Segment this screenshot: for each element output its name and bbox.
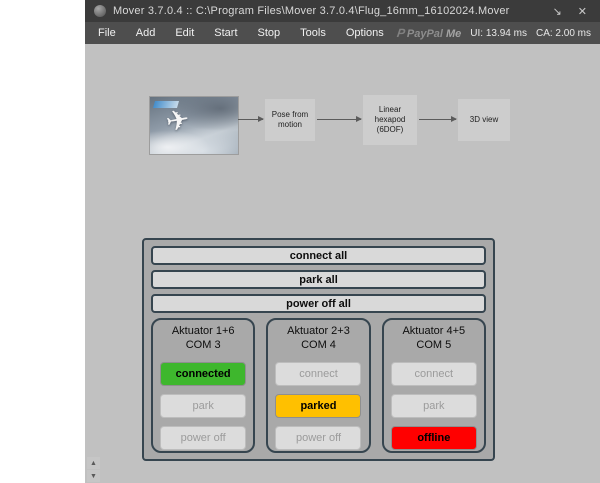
node-pose-from-motion[interactable]: Pose from motion (265, 99, 315, 141)
park-all-button[interactable]: park all (151, 270, 486, 289)
power-off-all-button[interactable]: power off all (151, 294, 486, 313)
window-controls: ↘ ✕ (553, 5, 591, 18)
offline-status-button[interactable]: offline (390, 425, 477, 450)
actuator-groups: Aktuator 1+6 COM 3 connected park power … (151, 318, 486, 453)
actuator-group-1-6: Aktuator 1+6 COM 3 connected park power … (151, 318, 256, 453)
connector-arrow (317, 116, 362, 122)
park-button[interactable]: park (390, 393, 477, 418)
scroll-down-button[interactable]: ▼ (87, 470, 100, 482)
menu-item-options[interactable]: Options (345, 27, 384, 39)
connect-button[interactable]: connect (275, 361, 362, 386)
window-title: Mover 3.7.0.4 :: C:\Program Files\Mover … (113, 5, 510, 17)
power-off-button[interactable]: power off (160, 425, 247, 450)
app-window: Mover 3.7.0.4 :: C:\Program Files\Mover … (85, 0, 600, 483)
title-bar: Mover 3.7.0.4 :: C:\Program Files\Mover … (85, 0, 600, 22)
vertical-scrollbar: ▲ ▼ (85, 44, 100, 483)
connected-status-button[interactable]: connected (160, 361, 247, 386)
menu-item-edit[interactable]: Edit (175, 27, 195, 39)
minimize-icon[interactable]: ↘ (552, 5, 562, 18)
menu-item-stop[interactable]: Stop (257, 27, 281, 39)
connector-arrow (238, 116, 264, 122)
close-icon[interactable]: ✕ (577, 5, 587, 18)
paypal-me-label: Me (445, 28, 462, 40)
connector-arrow (419, 116, 457, 122)
actuator-group-4-5: Aktuator 4+5 COM 5 connect park offline (381, 318, 486, 453)
menu-item-add[interactable]: Add (135, 27, 156, 39)
actuator-panel: connect all park all power off all Aktua… (142, 238, 495, 461)
menu-bar: File Add Edit Start Stop Tools Options P… (85, 22, 600, 44)
scroll-up-button[interactable]: ▲ (87, 457, 100, 469)
node-canvas: ✈ Pose from motion Linear hexapod (6DOF)… (85, 44, 600, 483)
paypal-icon: P (395, 26, 406, 40)
actuator-com-port: COM 5 (416, 338, 452, 351)
power-off-button[interactable]: power off (275, 425, 362, 450)
sim-image-node[interactable]: ✈ (150, 97, 238, 154)
menu-bar-right: P PayPal Me UI: 13.94 ms CA: 2.00 ms (395, 26, 597, 40)
app-icon (94, 5, 106, 17)
node-3d-view[interactable]: 3D view (458, 99, 510, 141)
actuator-group-2-3: Aktuator 2+3 COM 4 connect parked power … (266, 318, 371, 453)
actuator-com-port: COM 4 (301, 338, 336, 351)
menu-item-file[interactable]: File (98, 27, 116, 39)
menu-item-start[interactable]: Start (214, 27, 238, 39)
connect-button[interactable]: connect (390, 361, 477, 386)
node-linear-hexapod[interactable]: Linear hexapod (6DOF) (363, 95, 417, 145)
paypal-link[interactable]: P PayPal Me (395, 26, 462, 40)
ca-latency: CA: 2.00 ms (535, 27, 591, 39)
actuator-title: Aktuator 4+5 (402, 325, 466, 337)
connect-all-button[interactable]: connect all (151, 246, 486, 265)
menu-item-tools[interactable]: Tools (300, 27, 326, 39)
actuator-title: Aktuator 2+3 (287, 325, 350, 337)
parked-status-button[interactable]: parked (275, 393, 362, 418)
ui-latency: UI: 13.94 ms (470, 27, 527, 39)
paypal-label: PayPal (406, 28, 443, 40)
actuator-title: Aktuator 1+6 (171, 325, 235, 337)
actuator-com-port: COM 3 (185, 338, 221, 351)
park-button[interactable]: park (160, 393, 247, 418)
airplane-icon: ✈ (163, 103, 192, 138)
